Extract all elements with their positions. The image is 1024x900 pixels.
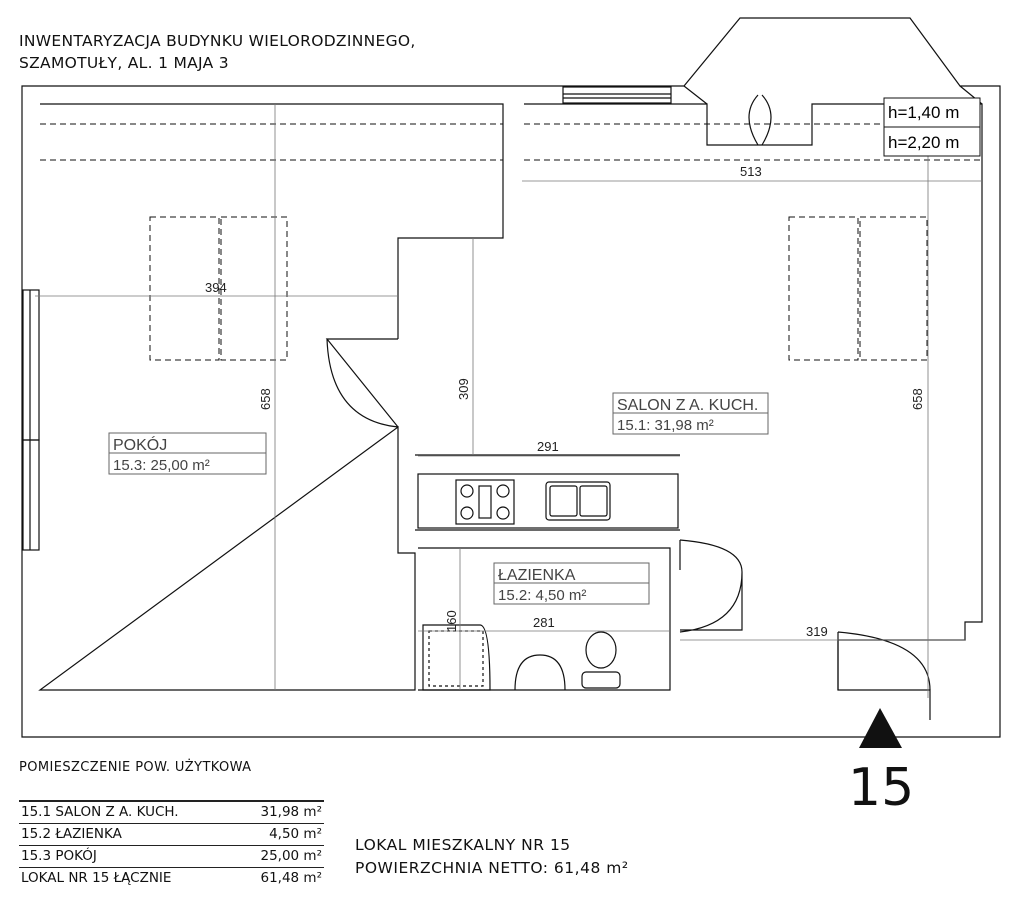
stove-burner xyxy=(460,506,474,520)
table-cell-room: 15.1 SALON Z A. KUCH. xyxy=(21,804,179,820)
dim-corridor-height: 309 xyxy=(456,378,471,400)
room-name-lazienka: ŁAZIENKA xyxy=(498,567,576,584)
plan-title-line1: INWENTARYZACJA BUDYNKU WIELORODZINNEGO, xyxy=(19,32,416,50)
height-label-1: h=1,40 m xyxy=(888,103,959,122)
dim-bath-width: 281 xyxy=(533,615,555,630)
table-cell-room: 15.2 ŁAZIENKA xyxy=(21,826,122,842)
stove-burner xyxy=(496,506,510,520)
dim-kitchen-width: 291 xyxy=(537,439,559,454)
table-row-total: LOKAL NR 15 ŁĄCZNIE 61,48 m² xyxy=(19,868,324,889)
shower xyxy=(422,624,491,691)
dim-pokoj-width: 394 xyxy=(205,280,227,295)
door-balcony xyxy=(748,94,772,146)
room-area-pokoj: 15.3: 25,00 m² xyxy=(113,457,210,474)
kitchen-sink xyxy=(545,481,611,521)
floor-plan: h=1,40 m h=2,20 m 513 394 658 309 658 29… xyxy=(21,17,1001,748)
sink-basin xyxy=(579,485,608,517)
summary-unit-label: LOKAL MIESZKALNY NR 15 xyxy=(355,836,571,854)
bed-outline xyxy=(220,216,288,361)
dim-bath-height: 160 xyxy=(444,610,459,632)
stove-burner xyxy=(460,484,474,498)
unit-number: 15 xyxy=(848,758,915,818)
bed-outline xyxy=(788,216,859,361)
inner-wall-outline xyxy=(38,103,983,720)
table-cell-area: 31,98 m² xyxy=(260,804,322,820)
legend-heading: POMIESZCZENIE POW. UŻYTKOWA xyxy=(19,760,252,775)
table-cell-room: LOKAL NR 15 ŁĄCZNIE xyxy=(21,870,172,886)
bed-outline xyxy=(149,216,220,361)
door-entry xyxy=(837,631,931,691)
table-cell-area: 4,50 m² xyxy=(269,826,322,842)
dim-salon-height: 658 xyxy=(910,388,925,410)
kitchen-counter xyxy=(417,473,679,529)
washbasin xyxy=(514,654,566,691)
dim-salon-width: 513 xyxy=(740,164,762,179)
table-row: 15.2 ŁAZIENKA 4,50 m² xyxy=(19,824,324,846)
table-cell-area: 25,00 m² xyxy=(260,848,322,864)
bed-outline xyxy=(859,216,928,361)
table-cell-area: 61,48 m² xyxy=(260,870,322,886)
plan-title-line2: SZAMOTUŁY, AL. 1 MAJA 3 xyxy=(19,54,229,72)
room-name-salon: SALON Z A. KUCH. xyxy=(617,397,758,414)
summary-net-area: POWIERZCHNIA NETTO: 61,48 m² xyxy=(355,859,629,877)
entrance-arrow-icon xyxy=(859,708,902,748)
room-name-pokoj: POKÓJ xyxy=(113,435,167,454)
table-row: 15.3 POKÓJ 25,00 m² xyxy=(19,846,324,868)
stove-oven xyxy=(478,485,492,519)
window-top xyxy=(562,86,672,104)
window-left-upper xyxy=(22,289,40,441)
stove-burner xyxy=(496,484,510,498)
sink-basin xyxy=(549,485,578,517)
room-area-table: 15.1 SALON Z A. KUCH. 31,98 m² 15.2 ŁAZI… xyxy=(19,800,324,889)
window-left-lower xyxy=(22,439,40,551)
table-row: 15.1 SALON Z A. KUCH. 31,98 m² xyxy=(19,800,324,824)
dim-entry-width: 319 xyxy=(806,624,828,639)
outer-wall-outline xyxy=(21,17,1001,738)
door-lazienka xyxy=(679,539,743,633)
height-label-2: h=2,20 m xyxy=(888,133,959,152)
dim-pokoj-height: 658 xyxy=(258,388,273,410)
room-area-lazienka: 15.2: 4,50 m² xyxy=(498,587,586,604)
table-cell-room: 15.3 POKÓJ xyxy=(21,848,97,864)
kitchen-bath-wall xyxy=(415,454,681,691)
stove xyxy=(455,479,515,525)
room-area-salon: 15.1: 31,98 m² xyxy=(617,417,714,434)
door-pokoj xyxy=(325,338,399,428)
shower-tray xyxy=(428,630,484,687)
toilet-tank xyxy=(581,671,621,689)
toilet-bowl xyxy=(585,631,617,669)
